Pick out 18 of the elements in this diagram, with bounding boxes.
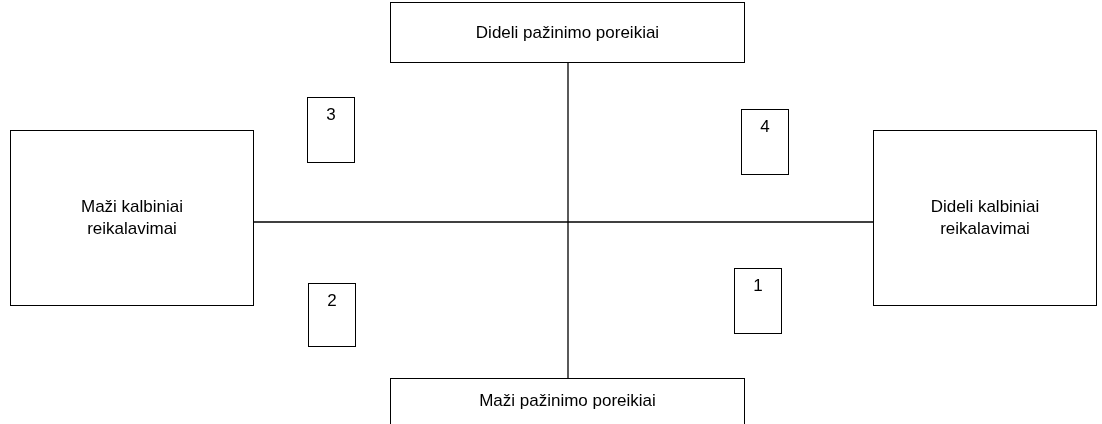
quadrant-number: 3 xyxy=(326,104,336,126)
quadrant-number-box xyxy=(741,109,789,175)
axis-label: Dideli kalbiniai reikalavimai xyxy=(929,196,1041,240)
axis-line xyxy=(253,221,874,223)
axis-label: Maži pažinimo poreikiai xyxy=(479,390,656,412)
heading-box xyxy=(390,378,745,424)
heading-box xyxy=(390,2,745,63)
axis-end-box xyxy=(10,130,254,306)
axis-label: Dideli pažinimo poreikiai xyxy=(475,21,660,44)
axis-label: Maži kalbiniai reikalavimai xyxy=(79,196,184,240)
axis-line xyxy=(567,62,569,379)
quadrant-number-box xyxy=(734,268,782,334)
quadrant-number: 2 xyxy=(327,290,337,312)
quadrant-number: 4 xyxy=(760,116,770,138)
quadrant-number-box xyxy=(307,97,355,163)
quadrant-number: 1 xyxy=(753,275,763,297)
axis-end-box xyxy=(873,130,1097,306)
quadrant-number-box xyxy=(308,283,356,347)
